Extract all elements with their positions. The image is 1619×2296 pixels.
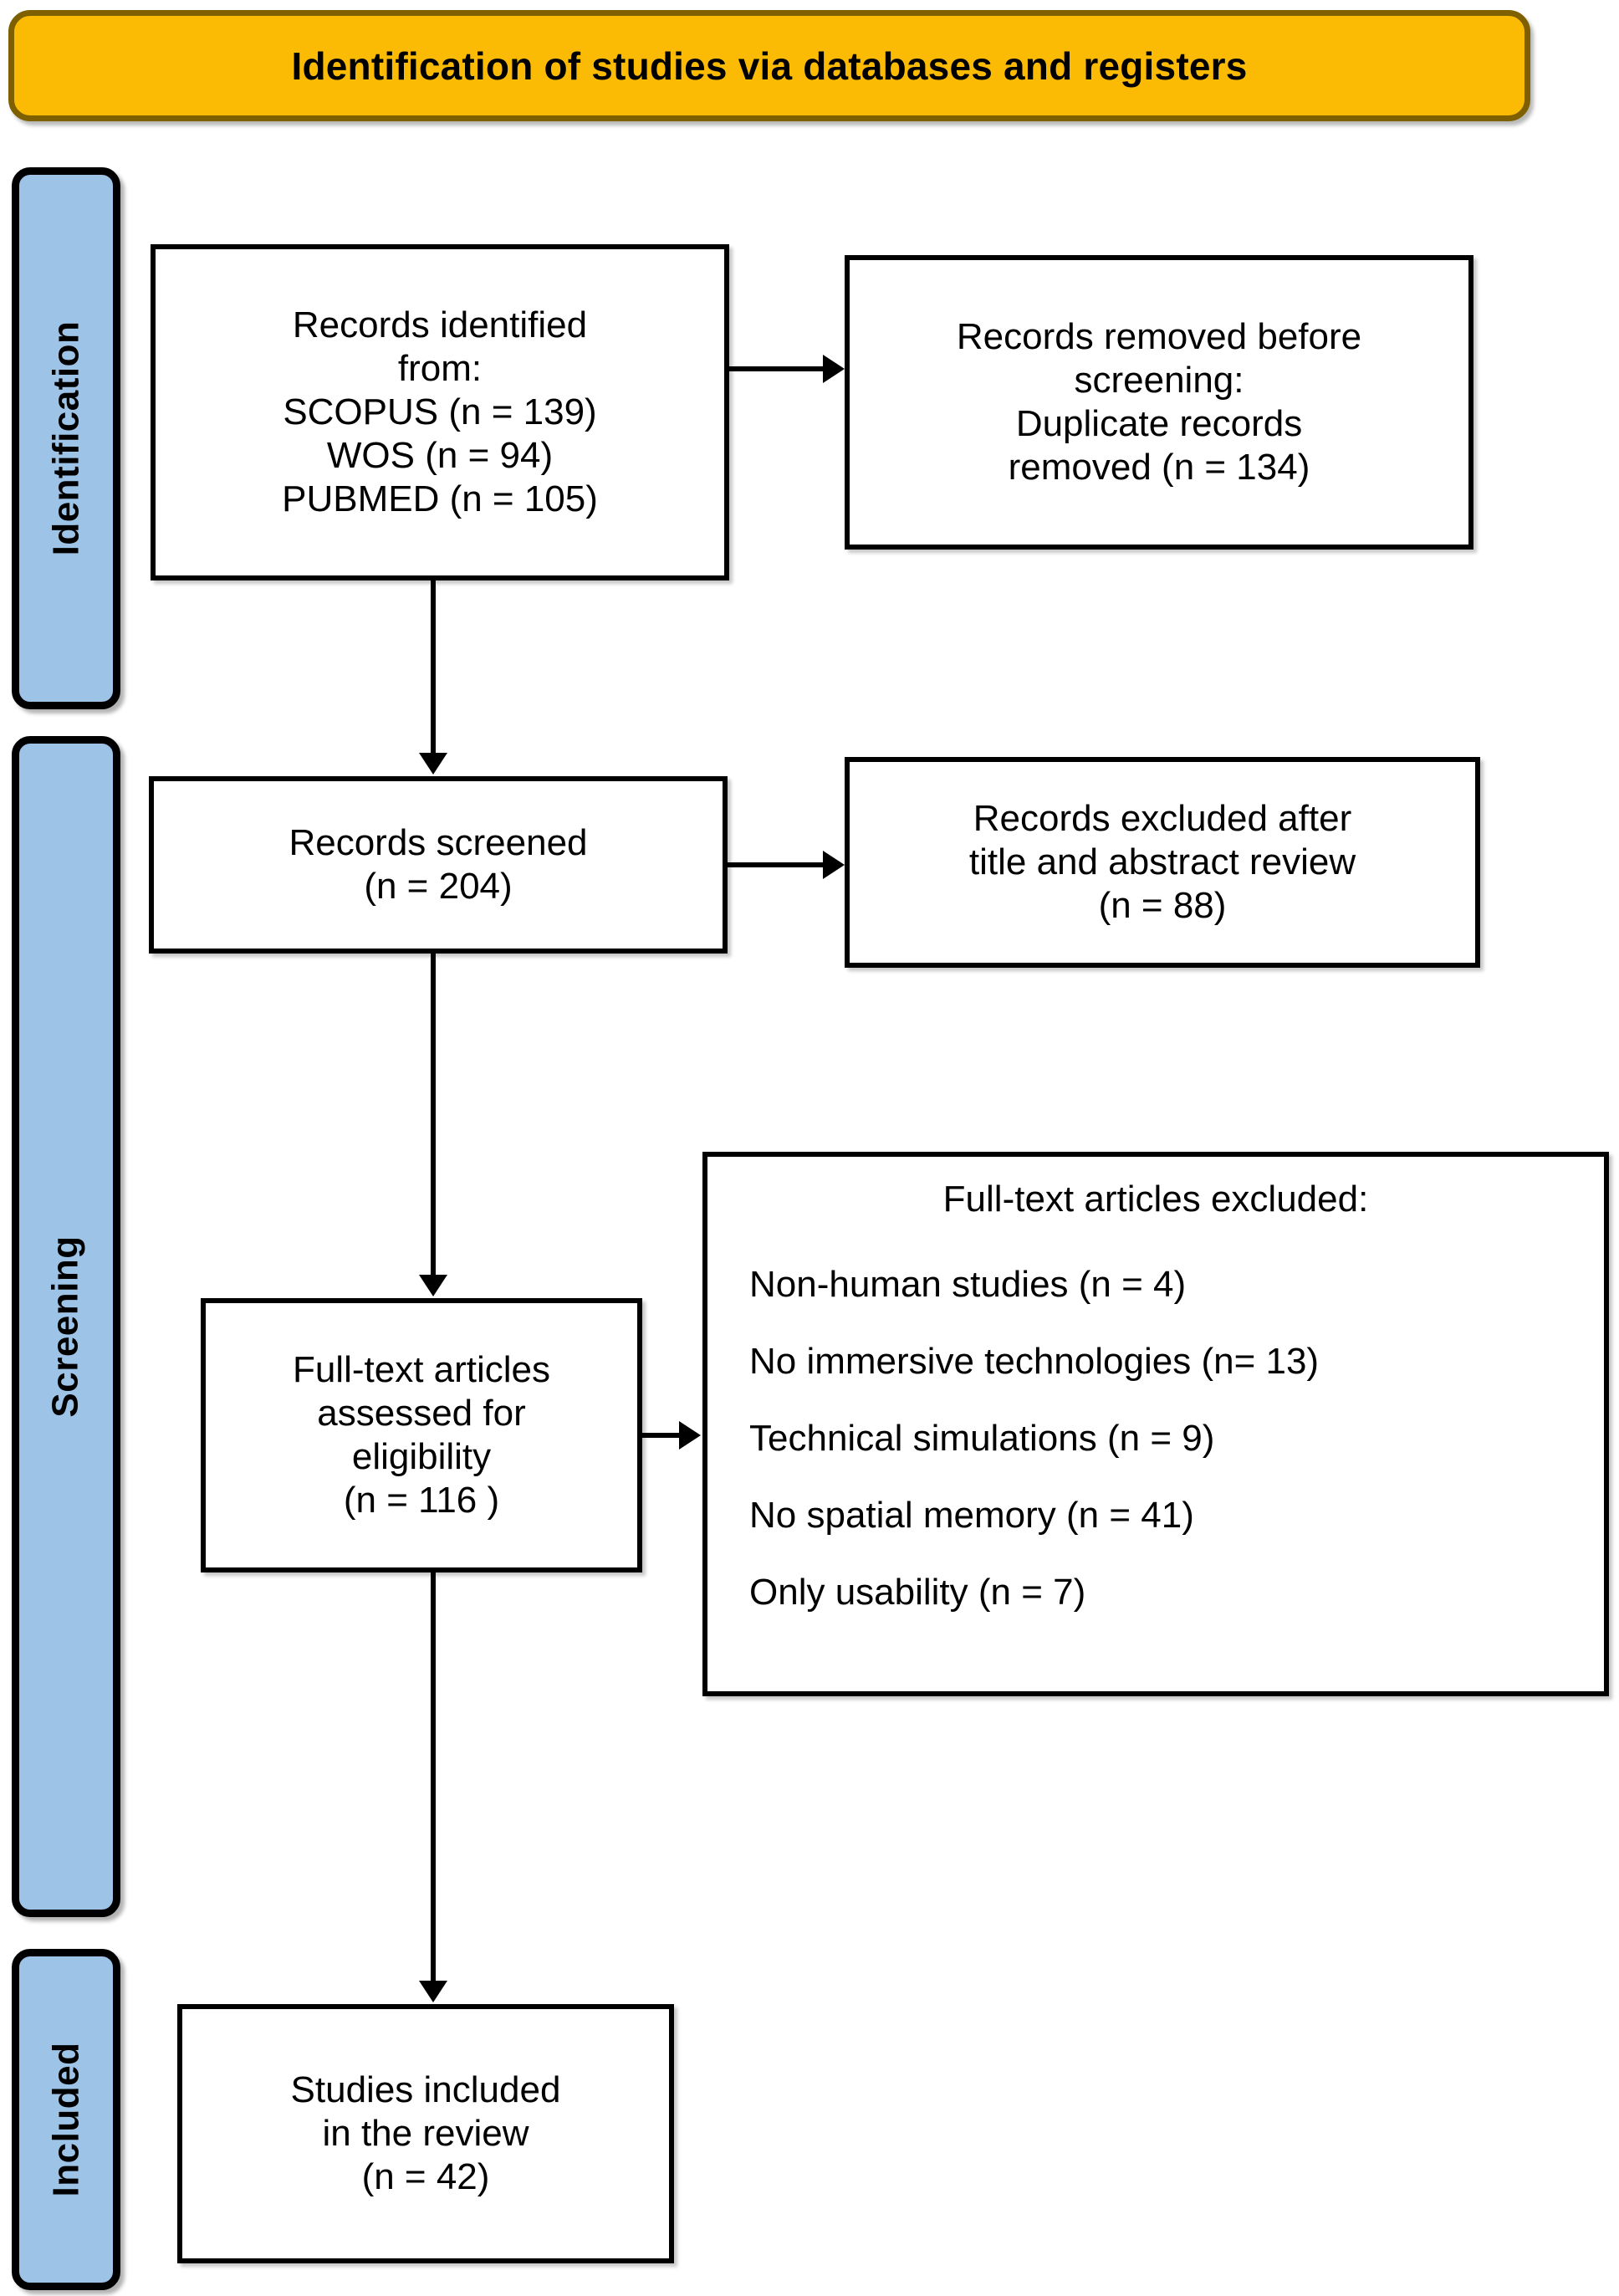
records-removed-line-4: removed (n = 134) bbox=[1008, 446, 1310, 488]
records-removed-italic-1: before bbox=[1257, 316, 1362, 358]
records-removed-line-3: Duplicate records bbox=[1015, 403, 1303, 444]
fulltext-excluded-item-no-spatial-memory: No spatial memory (n = 41) bbox=[749, 1495, 1194, 1536]
box-fulltext-assessed: Full-text articles assessed for eligibil… bbox=[201, 1298, 642, 1572]
excluded-ta-line-1: Records excluded after bbox=[973, 798, 1352, 840]
page-title: Identification of studies via databases … bbox=[291, 43, 1248, 88]
arrowhead-screened-to-fulltext bbox=[419, 1275, 447, 1296]
connector-identified-to-screened bbox=[431, 580, 436, 753]
records-identified-pubmed: PUBMED (n = 105) bbox=[282, 478, 598, 519]
records-identified-scopus: SCOPUS (n = 139) bbox=[283, 391, 597, 433]
box-fulltext-excluded: Full-text articles excluded: Non-human s… bbox=[702, 1152, 1609, 1696]
arrowhead-identified-to-removed bbox=[823, 355, 845, 383]
fulltext-assessed-line-3: eligibility bbox=[351, 1436, 492, 1477]
connector-screened-to-fulltext bbox=[431, 954, 436, 1275]
studies-included-count: (n = 42) bbox=[361, 2155, 490, 2197]
fulltext-excluded-title: Full-text articles excluded: bbox=[942, 1179, 1369, 1220]
connector-identified-to-removed bbox=[729, 366, 823, 371]
connector-screened-to-excluded-ta bbox=[728, 862, 823, 867]
fulltext-excluded-item-non-human: Non-human studies (n = 4) bbox=[749, 1264, 1187, 1305]
stage-label-screening: Screening bbox=[45, 1235, 86, 1418]
records-screened-count: (n = 204) bbox=[364, 866, 513, 907]
box-records-screened: Records screened (n = 204) bbox=[149, 776, 728, 954]
box-records-identified: Records identified from: SCOPUS (n = 139… bbox=[151, 244, 729, 580]
stage-bar-identification: Identification bbox=[12, 167, 120, 709]
records-screened-line-1: Records screened bbox=[289, 822, 588, 864]
fulltext-assessed-count: (n = 116 ) bbox=[343, 1479, 500, 1521]
records-identified-line-2: from: bbox=[397, 348, 483, 390]
fulltext-excluded-item-only-usability: Only usability (n = 7) bbox=[749, 1572, 1086, 1613]
stage-label-included: Included bbox=[45, 2042, 86, 2197]
excluded-ta-count: (n = 88) bbox=[1098, 884, 1227, 926]
arrowhead-fulltext-to-excluded bbox=[679, 1421, 701, 1450]
excluded-ta-line-2: title and abstract review bbox=[968, 841, 1356, 883]
box-records-excluded-title-abstract: Records excluded after title and abstrac… bbox=[845, 757, 1480, 968]
stage-bar-included: Included bbox=[12, 1949, 120, 2290]
records-removed-italic-2: screening bbox=[1074, 360, 1234, 401]
records-removed-line-1: Records removed before bbox=[957, 315, 1361, 359]
fulltext-excluded-item-technical-simulations: Technical simulations (n = 9) bbox=[749, 1418, 1215, 1459]
stage-bar-screening: Screening bbox=[12, 736, 120, 1917]
records-removed-plain-1: Records removed bbox=[956, 316, 1258, 358]
arrowhead-screened-to-excluded-ta bbox=[823, 851, 845, 879]
box-records-removed-before-screening: Records removed before screening: Duplic… bbox=[845, 255, 1473, 550]
records-removed-plain-2: : bbox=[1233, 360, 1244, 401]
records-removed-line-2: screening: bbox=[1074, 359, 1244, 402]
studies-included-line-1: Studies included bbox=[290, 2069, 561, 2111]
box-studies-included: Studies included in the review (n = 42) bbox=[177, 2004, 674, 2263]
records-identified-wos: WOS (n = 94) bbox=[326, 434, 554, 476]
diagram-header-banner: Identification of studies via databases … bbox=[8, 10, 1530, 121]
fulltext-excluded-item-no-immersive: No immersive technologies (n= 13) bbox=[749, 1341, 1320, 1382]
fulltext-assessed-line-1: Full-text articles bbox=[292, 1349, 551, 1391]
connector-fulltext-to-excluded bbox=[642, 1433, 681, 1438]
fulltext-assessed-line-2: assessed for bbox=[317, 1393, 526, 1434]
arrowhead-identified-to-screened bbox=[419, 753, 447, 775]
stage-label-identification: Identification bbox=[45, 320, 86, 556]
arrowhead-fulltext-to-included bbox=[419, 1981, 447, 2002]
studies-included-line-2: in the review bbox=[322, 2113, 529, 2155]
connector-fulltext-to-included bbox=[431, 1572, 436, 1981]
records-identified-line-1: Records identified bbox=[292, 304, 588, 346]
